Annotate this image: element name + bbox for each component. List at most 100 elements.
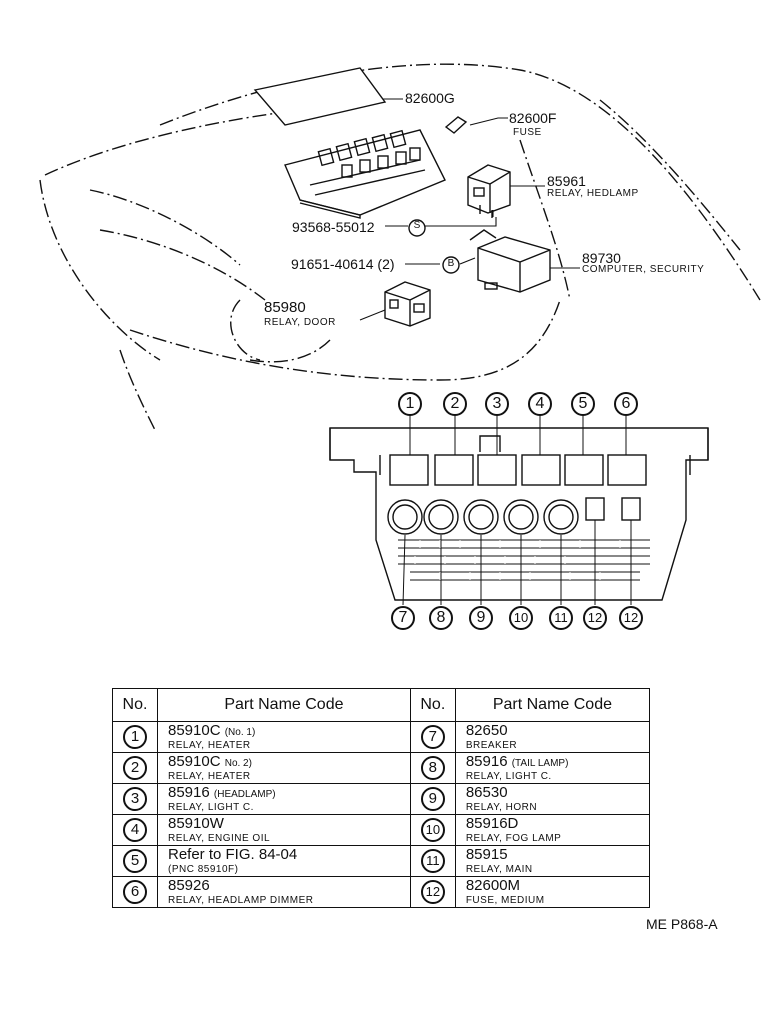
part-code-value: 85916D [465,815,519,832]
fuse-block [284,129,446,219]
part-name: RELAY, HEATER [168,771,251,782]
row-number-left: 1 [112,721,158,753]
row-number-left: 2 [112,752,158,784]
circled-number: 4 [123,818,147,842]
part-code-value: Refer to FIG. 84-04 [168,846,298,863]
circled-number: 3 [123,787,147,811]
part-code: 82600M [466,878,649,895]
label-89730: 89730 [582,250,621,266]
header-name-right: Part Name Code [454,688,651,722]
label-89730-name: COMPUTER, SECURITY [582,264,705,275]
block-number-5: 5 [571,392,595,416]
block-number-7: 7 [391,606,415,630]
part-name: RELAY, LIGHT C. [168,802,254,813]
block-number-2: 2 [443,392,467,416]
part-code-value: 82600M [465,877,521,894]
circled-number: 6 [123,880,147,904]
circled-number: 8 [420,756,445,780]
leader-lines [359,98,580,321]
relay-block [329,427,709,601]
part-code: 85926 [168,878,410,895]
part-name: RELAY, MAIN [465,864,533,875]
dashboard-outline [39,63,761,431]
label-85961-name: RELAY, HEDLAMP [547,188,639,199]
part-cell-left: 85910C (No. 1)RELAY, HEATER [157,721,411,753]
header-name-left: Part Name Code [157,688,411,722]
table-row: 2 85910C No. 2) RELAY, HEATER 8 85916 (TAIL … [112,752,651,784]
part-cell-right: 85916D RELAY, FOG LAMP [454,814,651,846]
marker-s: S [413,220,421,231]
page-code: ME P868-A [646,916,718,932]
part-cell-left: 85910W RELAY, ENGINE OIL [157,814,411,846]
number-leaders [402,414,632,606]
circled-number: 7 [420,725,445,749]
circled-number: 1 [123,725,147,749]
label-82600f-name: FUSE [513,127,542,138]
block-number-12a: 12 [583,606,607,630]
circled-number: 10 [420,818,445,842]
part-code: 86530 [466,785,649,802]
part-note: (No. 1) [224,727,256,738]
row-number-right: 11 [409,845,456,877]
part-cell-right: 85915 RELAY, MAIN [454,845,651,877]
part-code-value: 85910W [168,815,224,832]
fuse-82600f [444,116,468,134]
part-code: 85916 (HEADLAMP) [168,785,410,802]
circled-number: 12 [420,880,445,904]
part-name: RELAY, HEATER [168,740,251,751]
header-no-right: No. [409,688,456,722]
block-number-6: 6 [614,392,638,416]
computer-security [469,229,551,293]
circled-number: 9 [420,787,445,811]
part-code: 85916D [466,816,649,833]
part-code-value: 85910C [168,722,221,739]
part-cell-right: 85916 (TAIL LAMP)RELAY, LIGHT C. [454,752,651,784]
part-code-value: 85916 [168,784,210,801]
label-85961: 85961 [547,173,586,189]
circled-number: 5 [123,849,147,873]
part-code-value: 86530 [465,784,508,801]
part-code: Refer to FIG. 84-04 [168,847,410,864]
block-number-3: 3 [485,392,509,416]
table-header-row: No. Part Name Code No. Part Name Code [112,688,651,722]
part-cell-right: 82600M FUSE, MEDIUM [454,876,651,908]
part-code: 85915 [466,847,649,864]
part-code-value: 85910C [168,753,221,770]
label-82600f: 82600F [509,110,557,126]
label-85980: 85980 [264,299,306,316]
row-number-left: 6 [112,876,158,908]
part-cell-right: 82650 BREAKER [454,721,651,753]
row-number-left: 4 [112,814,158,846]
label-85980-name: RELAY, DOOR [264,317,336,328]
part-name: RELAY, LIGHT C. [465,771,552,782]
part-code: 85910C (No. 1) [168,723,410,740]
part-name: (PNC 85910F) [168,864,239,875]
part-code-value: 85926 [168,877,210,894]
part-name: RELAY, HORN [465,802,538,813]
block-number-11: 11 [549,606,573,630]
relay-door [384,281,431,327]
relay-hedlamp [467,164,511,218]
row-number-right: 9 [409,783,456,815]
row-number-right: 7 [409,721,456,753]
part-note: No. 2) [224,758,252,769]
part-name: RELAY, FOG LAMP [465,833,562,844]
row-number-right: 10 [409,814,456,846]
part-cell-left: 85916 (HEADLAMP)RELAY, LIGHT C. [157,783,411,815]
part-code: 85910W [168,816,410,833]
part-name: BREAKER [465,740,518,751]
part-name: RELAY, HEADLAMP DIMMER [168,895,314,906]
parts-table: No. Part Name Code No. Part Name Code 1 8… [112,688,651,908]
row-number-left: 3 [112,783,158,815]
header-no-left: No. [112,688,158,722]
part-note: (HEADLAMP) [213,789,276,800]
part-code-value: 82650 [465,722,508,739]
block-number-12b: 12 [619,606,643,630]
block-number-9: 9 [469,606,493,630]
part-cell-left: Refer to FIG. 84-04 (PNC 85910F) [157,845,411,877]
part-code: 82650 [466,723,649,740]
